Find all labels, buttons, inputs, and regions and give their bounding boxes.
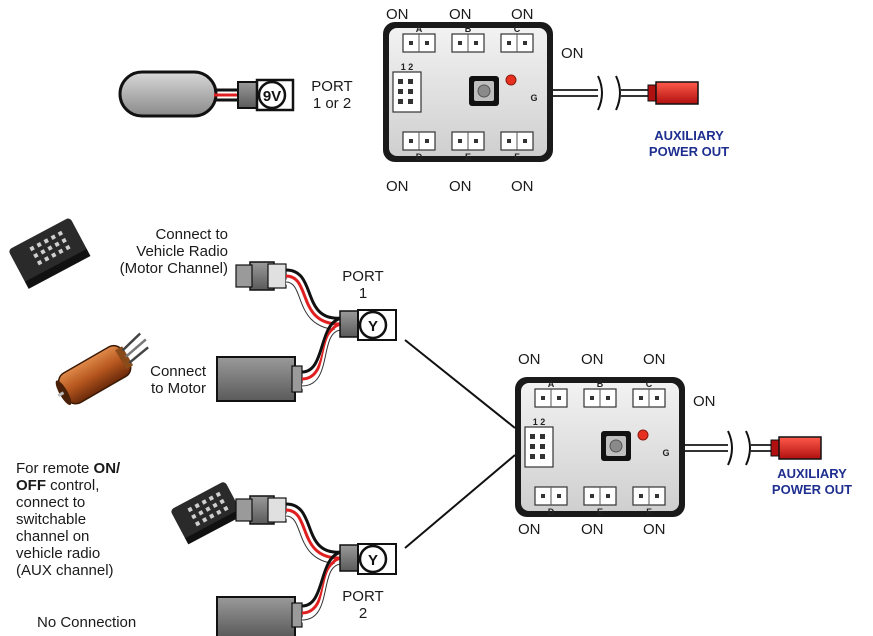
connect-motor-line1: Connect (150, 363, 206, 380)
on-label-bottom-aux: ON (693, 393, 716, 410)
hub-bottom-letter-d: D (548, 507, 555, 517)
on-label-top-d: ON (386, 178, 409, 195)
link-line-port1 (404, 339, 516, 429)
hub-top-port-numbers: 1 2 (401, 62, 414, 72)
connect-radio-label: Connect to Vehicle Radio (Motor Channel) (100, 226, 228, 277)
remote-switch-line4: switchable (16, 511, 87, 528)
hub-top-letter-b: B (465, 24, 472, 34)
link-line-port2 (404, 454, 516, 549)
remote-switch-line5: channel on (16, 528, 90, 545)
connect-radio-line3: (Motor Channel) (119, 260, 228, 277)
aux-power-label-bottom-line2: POWER OUT (771, 482, 853, 497)
on-label-bottom-b: ON (581, 351, 604, 368)
on-label-bottom-c: ON (643, 351, 666, 368)
connect-motor-label: Connect to Motor (120, 363, 206, 397)
hub-top-g-label: G (530, 93, 537, 103)
on-label-bottom-f: ON (643, 521, 666, 538)
on-label-top-b: ON (449, 6, 472, 23)
remote-switch-line1: For remote ON/ (16, 460, 176, 477)
port-label-top-line2: 1 or 2 (312, 95, 352, 112)
y-harness-port1 (216, 261, 397, 402)
aux-power-label-top-line1: AUXILIARY (654, 128, 724, 143)
hub-bottom-letter-f: F (646, 507, 652, 517)
port2-label-line2: 2 (358, 605, 368, 622)
on-label-top-aux: ON (561, 45, 584, 62)
receiver-icon-aux (171, 482, 244, 545)
port-label-top-line1: PORT (311, 78, 353, 95)
remote-switch-off: OFF (16, 477, 46, 494)
no-connection-label: No Connection (37, 614, 137, 631)
hub-top (382, 21, 554, 163)
aux-power-label-bottom: AUXILIARY POWER OUT (757, 466, 867, 498)
aux-cable-top (553, 75, 699, 111)
port1-label-line1: PORT (342, 268, 384, 285)
hub-bottom-letter-c: C (646, 379, 653, 389)
y-label-port1: Y (368, 318, 378, 335)
port2-label: PORT 2 (336, 588, 390, 622)
hub-top-letter-e: E (465, 152, 471, 162)
hub-top-letter-f: F (514, 152, 520, 162)
on-label-top-c: ON (511, 6, 534, 23)
port-label-top: PORT 1 or 2 (306, 78, 358, 112)
motor-icon (55, 332, 149, 406)
hub-bottom-letter-b: B (597, 379, 604, 389)
remote-switch-on: ON/ (93, 460, 121, 477)
port2-label-line1: PORT (342, 588, 384, 605)
on-label-bottom-d: ON (518, 521, 541, 538)
y-harness-port2 (216, 495, 397, 636)
aux-power-label-bottom-line1: AUXILIARY (777, 466, 847, 481)
hub-bottom (514, 376, 686, 518)
hub-bottom-g-label: G (662, 448, 669, 458)
connect-radio-line2: Vehicle Radio (136, 243, 228, 260)
remote-switch-post: control, (46, 477, 100, 494)
remote-switch-line2: OFF control, (16, 477, 176, 494)
battery-9v (118, 70, 295, 118)
hub-bottom-letter-a: A (548, 379, 555, 389)
hub-top-letter-d: D (416, 152, 423, 162)
remote-switch-line6: vehicle radio (16, 545, 101, 562)
hub-top-letter-c: C (514, 24, 521, 34)
hub-bottom-letter-e: E (597, 507, 603, 517)
y-label-port2: Y (368, 552, 378, 569)
battery-label: 9V (263, 88, 281, 105)
hub-top-letter-a: A (416, 24, 423, 34)
hub-bottom-port-numbers: 1 2 (533, 417, 546, 427)
on-label-bottom-a: ON (518, 351, 541, 368)
port1-label-line2: 1 (358, 285, 368, 302)
remote-switch-line7: (AUX channel) (16, 562, 114, 579)
remote-switch-note: For remote ON/ OFF control, connect to s… (16, 460, 176, 579)
on-label-bottom-e: ON (581, 521, 604, 538)
aux-cable-bottom (685, 430, 822, 466)
remote-switch-line3: connect to (16, 494, 86, 511)
remote-switch-pre: For remote (16, 460, 94, 477)
receiver-icon (9, 218, 91, 289)
aux-power-label-top-line2: POWER OUT (648, 144, 730, 159)
on-label-top-e: ON (449, 178, 472, 195)
connect-radio-line1: Connect to (155, 226, 228, 243)
on-label-top-f: ON (511, 178, 534, 195)
connect-motor-line2: to Motor (150, 380, 206, 397)
port1-label: PORT 1 (336, 268, 390, 302)
aux-power-label-top: AUXILIARY POWER OUT (634, 128, 744, 160)
on-label-top-a: ON (386, 6, 409, 23)
